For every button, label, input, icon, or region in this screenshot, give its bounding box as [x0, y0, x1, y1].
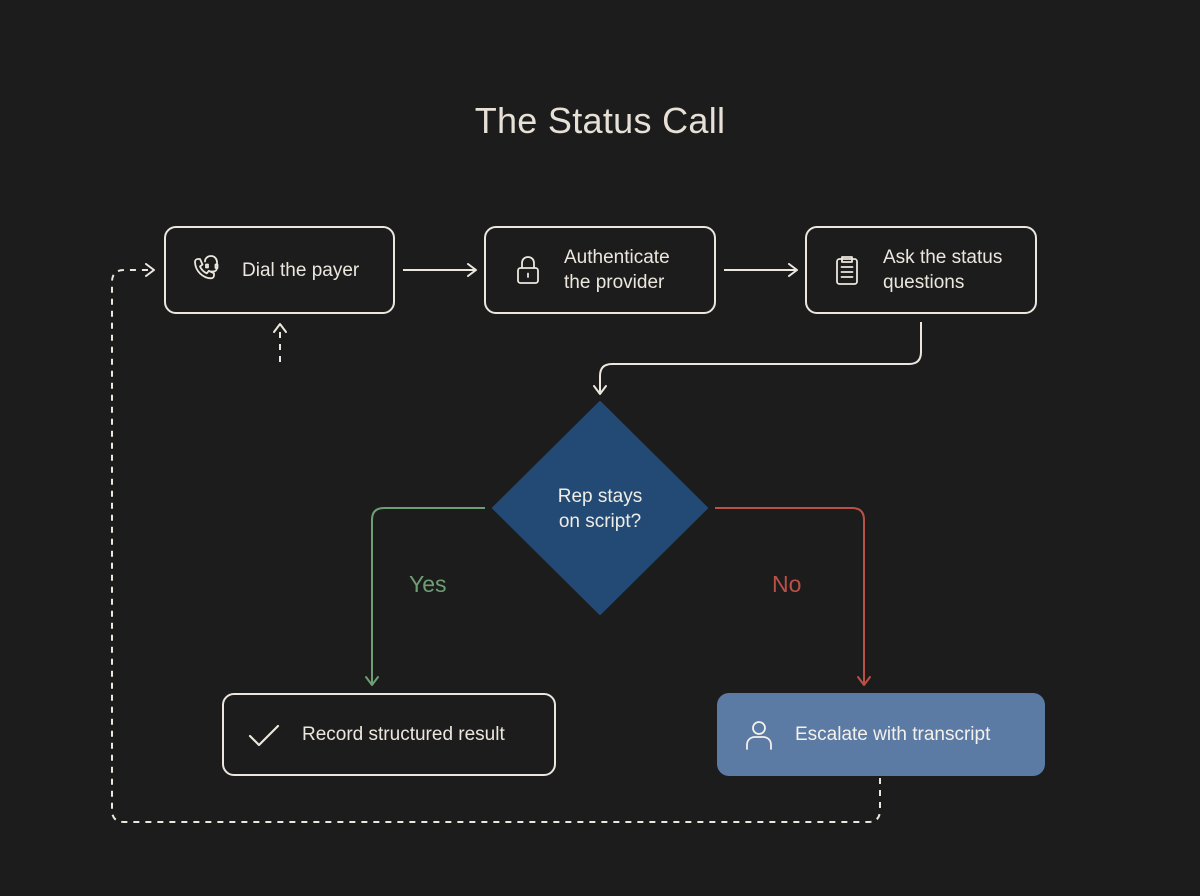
decision-label: Rep stays on script? — [557, 486, 643, 532]
outcome-record-result: Record structured result — [222, 693, 556, 776]
diagram-title: The Status Call — [474, 100, 726, 141]
step-dial-label: Dial the payer — [242, 259, 360, 281]
user-icon — [741, 717, 777, 753]
step-authenticate-label: Authenticate the provider — [564, 247, 670, 293]
decision-diamond — [492, 401, 708, 615]
step-dial-payer: Dial the payer — [164, 226, 395, 314]
arrow-ask-to-decision — [593, 322, 922, 395]
step-ask-status-questions: Ask the status questions — [805, 226, 1037, 314]
outcome-escalate-label: Escalate with transcript — [795, 724, 991, 745]
check-icon — [246, 717, 282, 753]
dashed-loop-back — [111, 263, 881, 823]
outcome-escalate-transcript: Escalate with transcript — [717, 693, 1045, 776]
branch-yes-label: Yes — [409, 571, 447, 597]
arrow-no-branch — [715, 507, 871, 686]
branch-no-label: No — [772, 571, 802, 597]
clipboard-icon — [829, 252, 865, 288]
step-ask-label: Ask the status questions — [883, 247, 1003, 293]
lock-icon — [510, 252, 546, 288]
step-authenticate-provider: Authenticate the provider — [484, 226, 716, 314]
arrow-yes-branch — [365, 507, 485, 686]
outcome-record-label: Record structured result — [302, 724, 505, 745]
phone-headset-icon — [188, 252, 224, 288]
